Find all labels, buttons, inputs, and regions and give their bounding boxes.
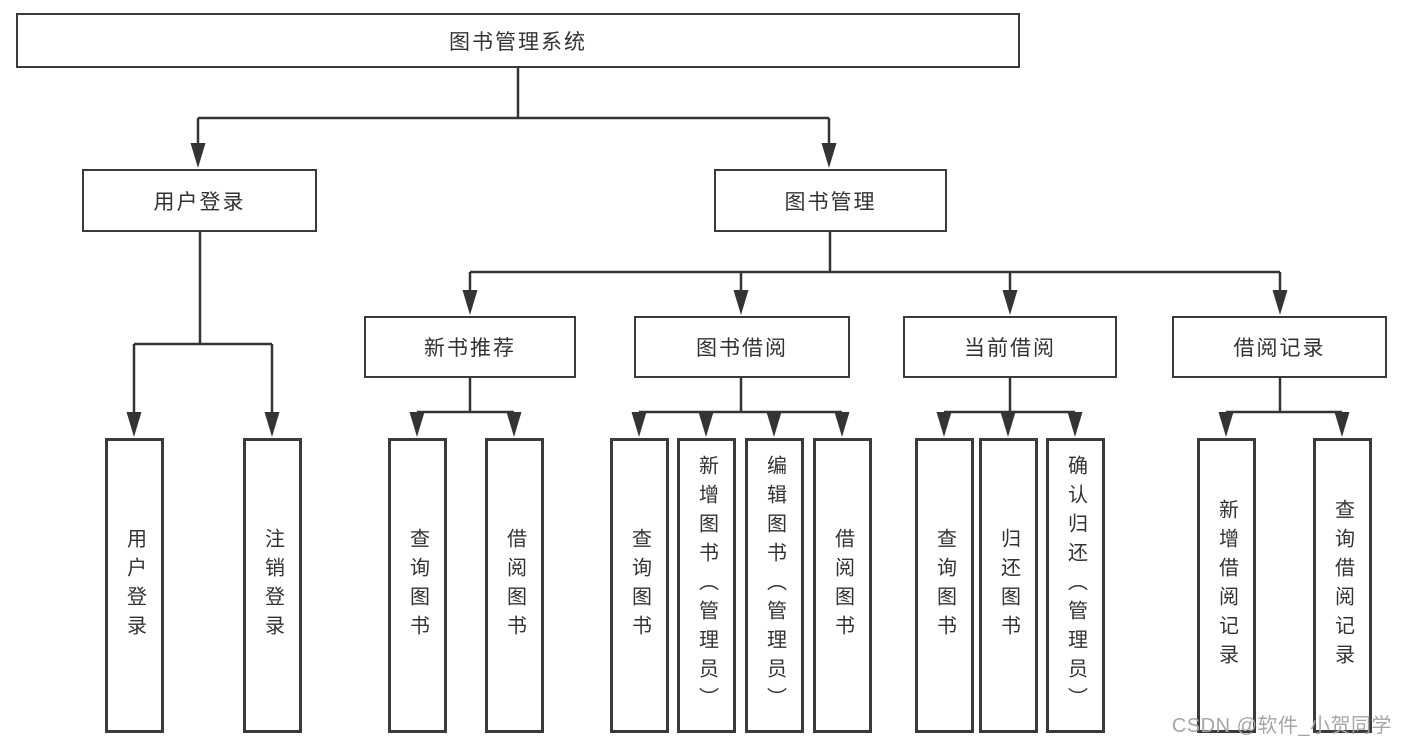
leaf-query-books-recommend: 查询图书: [388, 438, 447, 733]
leaf-label: 新增图书（管理员）: [695, 455, 718, 716]
node-book-management: 图书管理: [714, 169, 947, 232]
leaf-label: 新增借阅记录: [1215, 498, 1238, 673]
leaf-label: 确认归还（管理员）: [1064, 455, 1087, 716]
node-borrow-record: 借阅记录: [1172, 316, 1387, 378]
leaf-query-books-current: 查询图书: [915, 438, 974, 733]
leaf-return-book: 归还图书: [979, 438, 1038, 733]
leaf-label: 查询图书: [406, 527, 429, 644]
node-new-book-recommend: 新书推荐: [364, 316, 576, 378]
leaf-logout: 注销登录: [243, 438, 302, 733]
leaf-label: 借阅图书: [503, 527, 526, 644]
leaf-borrow-books: 借阅图书: [813, 438, 872, 733]
leaf-label: 查询图书: [628, 527, 651, 644]
csdn-watermark: CSDN @软件_小贺同学: [1171, 715, 1392, 737]
leaf-label: 编辑图书（管理员）: [763, 455, 786, 716]
leaf-user-login: 用户登录: [105, 438, 164, 733]
leaf-label: 查询借阅记录: [1331, 498, 1354, 673]
node-current-borrow: 当前借阅: [903, 316, 1117, 378]
leaf-label: 借阅图书: [831, 527, 854, 644]
leaf-edit-book-admin: 编辑图书（管理员）: [745, 438, 804, 733]
node-book-borrow: 图书借阅: [634, 316, 850, 378]
leaf-add-borrow-record: 新增借阅记录: [1197, 438, 1256, 733]
leaf-label: 用户登录: [123, 527, 146, 644]
leaf-query-books-borrow: 查询图书: [610, 438, 669, 733]
leaf-confirm-return-admin: 确认归还（管理员）: [1046, 438, 1105, 733]
leaf-query-borrow-record: 查询借阅记录: [1313, 438, 1372, 733]
leaf-label: 查询图书: [933, 527, 956, 644]
node-library-management-system: 图书管理系统: [16, 13, 1020, 68]
leaf-borrow-books-recommend: 借阅图书: [485, 438, 544, 733]
leaf-label: 注销登录: [261, 527, 284, 644]
leaf-add-book-admin: 新增图书（管理员）: [677, 438, 736, 733]
node-user-login: 用户登录: [82, 169, 317, 232]
leaf-label: 归还图书: [997, 527, 1020, 644]
